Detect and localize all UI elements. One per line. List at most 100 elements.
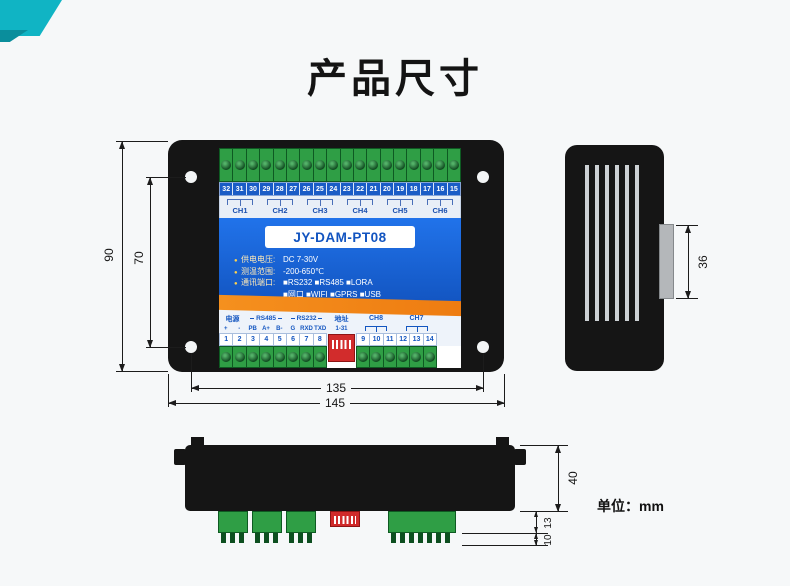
terminal-block [423,346,437,368]
terminal-block [356,346,371,368]
extension-line [483,353,484,392]
screw-icon [301,160,312,170]
terminal-body [218,511,248,533]
terminal-number: 17 [421,183,435,195]
ch7-label: CH7 [409,315,424,322]
screw-icon [221,160,232,170]
screw-icon [398,352,409,362]
rtd-jumper-icon [227,199,253,206]
channel-label: CH5 [392,206,408,215]
mounting-ear [514,449,526,465]
terminal-block [286,346,301,368]
rtd-jumper-icon [347,199,373,206]
dim-hole-spacing-v: 70 [132,251,146,265]
screw-icon [274,160,285,170]
spec-value: DC 7-30V [283,255,319,264]
dimension-line [122,141,123,372]
terminal-block [340,148,354,182]
terminal-number: 19 [394,183,408,195]
rtd-jumper-icon [387,199,413,206]
terminal-number: 27 [287,183,301,195]
tick-line [277,318,282,319]
screw-icon [314,160,325,170]
screw-icon [288,160,299,170]
terminal-number: 26 [300,183,314,195]
bottom-terminal-strip-right [356,346,437,368]
dim-front-height: 90 [102,248,116,262]
spec-bullet: ● [234,258,238,264]
arrowhead-icon [685,291,691,299]
terminal-block [420,148,435,182]
terminal-block [233,346,247,368]
terminal-number: 10 [370,334,384,345]
ch7-jumper [396,324,437,333]
terminal-block [434,148,448,182]
arrowhead-icon [147,177,153,185]
terminal-block [300,148,314,182]
screw-icon [395,160,406,170]
arrowhead-icon [534,533,538,539]
terminal-block [273,148,287,182]
dim-terminal-height: 13 [543,517,554,529]
terminal-block [286,148,301,182]
mounting-hole [185,341,197,353]
terminal-block [219,148,234,182]
channel-row: CH1 CH2 CH3 CH4 CH5 CH6 [219,196,461,218]
terminal-number: 4 [260,334,274,345]
terminal-block [327,148,341,182]
terminal-body [286,511,316,533]
spec-list: ● 供电电压: DC 7-30V ● 测温范围: -200-650℃ ● 通讯端… [234,254,457,300]
spec-line: ■网口 ■WIFI ■GPRS ■USB [234,289,457,301]
terminal-block [394,148,408,182]
spec-bullet: ● [234,269,238,276]
extension-line [146,347,186,348]
terminal-pins-icon [391,533,453,543]
ch8-jumper [356,324,396,333]
channel-group: CH3 [300,196,340,218]
terminal-number: 23 [341,183,354,195]
spec-line: ● 测温范围: -200-650℃ [234,266,457,278]
pin-label: TXD [314,325,327,332]
terminal-body [388,511,456,533]
terminal-block [219,346,234,368]
terminal-number: 18 [407,183,421,195]
screw-icon [234,352,245,362]
terminal-number: 3 [247,334,261,345]
tick-line [250,318,255,319]
terminal-number: 8 [317,336,322,343]
dip-switch [328,334,355,362]
extension-line [146,177,186,178]
terminal-number: 30 [247,183,261,195]
channel-label: CH1 [232,206,248,215]
arrowhead-icon [119,141,125,149]
screw-icon [328,160,339,170]
extension-line [462,533,548,534]
tick-line [290,318,295,319]
channel-label: CH2 [272,206,288,215]
terminal-number: 24 [327,183,341,195]
dim-hole-spacing-h: 135 [321,382,352,394]
extension-line [520,445,568,446]
bottom-view-body [185,445,515,511]
terminal-pins-icon [255,533,279,543]
terminal-block [396,346,411,368]
corner-ribbon-fold [0,30,28,42]
pin-label: A+ [262,325,270,332]
dim-pin-height: 10 [543,534,554,546]
address-range-text: 1-31 [335,325,348,332]
arrowhead-icon [555,504,561,512]
rtd-jumper-icon [427,199,453,206]
pin-label: PB [248,325,257,332]
channel-label: CH4 [352,206,368,215]
rs232-label: RS232 [286,314,327,323]
page-title: 产品尺寸 [307,57,483,101]
unit-label: 单位：mm [597,498,664,514]
terminal-pins-icon [221,533,245,543]
screw-icon [234,160,245,170]
pin-label: RXD [300,325,313,332]
mounting-ear [174,449,186,465]
screw-icon [358,352,369,362]
dimension-line [536,533,537,546]
